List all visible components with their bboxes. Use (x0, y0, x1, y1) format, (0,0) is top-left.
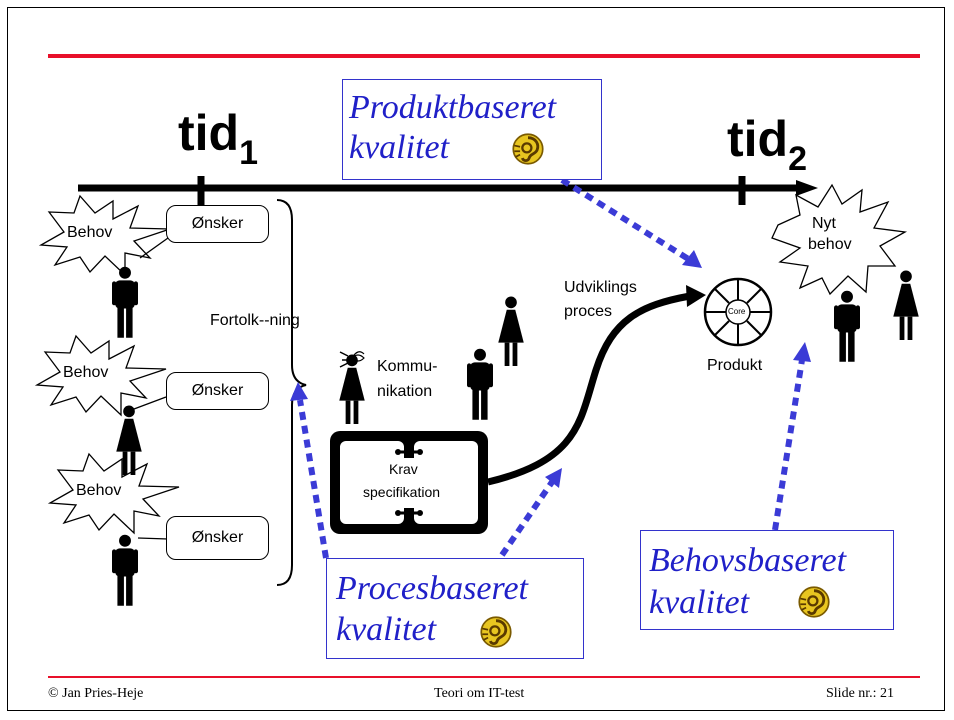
tid1-label: tid1 (178, 105, 259, 172)
behovsbaseret-kvalitet-box: Behovsbaseret kvalitet (640, 530, 894, 630)
onsker-bubble-3: Ønsker (166, 516, 269, 560)
person-male-listener (467, 348, 493, 420)
person-female-2 (498, 296, 524, 366)
slide-frame (7, 7, 945, 711)
behov-label-1: Behov (67, 224, 113, 241)
nyt-behov-line1: Nyt (812, 215, 836, 232)
udviklings-line1: Udviklings (564, 279, 637, 296)
tid2-label: tid2 (727, 111, 808, 178)
core-label: Core (728, 307, 746, 316)
ear-icon (479, 615, 513, 649)
person-male-1 (112, 266, 138, 338)
brace (276, 199, 307, 586)
produktbaseret-kvalitet-box: Produktbaseret kvalitet (342, 79, 602, 180)
footer-author: © Jan Pries-Heje (48, 686, 144, 701)
footer-title: Teori om IT-test (434, 686, 525, 701)
behov-burst-1 (38, 194, 171, 277)
behov-burst-3 (47, 452, 180, 535)
dashed-arrow-proces-left (297, 399, 329, 559)
dashed-arrow-produkt (560, 177, 692, 263)
person-female-3 (893, 270, 919, 340)
kommunikation-line2: nikation (377, 383, 433, 400)
behov-label-2: Behov (63, 364, 109, 381)
nyt-behov-burst (771, 183, 908, 296)
krav-line2: specifikation (363, 484, 441, 500)
process-arrow (487, 292, 691, 486)
person-male-3 (834, 290, 860, 362)
person-male-2 (112, 534, 138, 606)
ear-icon (511, 132, 545, 166)
kommunikation-line1: Kommu- (377, 358, 438, 375)
produktbaseret-line2: kvalitet (349, 129, 450, 166)
ear-icon (797, 585, 831, 619)
speech-marks (339, 351, 350, 368)
behovsbaseret-line1: Behovsbaseret (649, 542, 847, 579)
procesbaseret-line1: Procesbaseret (336, 570, 528, 607)
dashed-arrow-proces-right (499, 480, 555, 557)
krav-line1: Krav (389, 461, 418, 477)
procesbaseret-kvalitet-box: Procesbaseret kvalitet (326, 558, 584, 659)
procesbaseret-line2: kvalitet (336, 611, 437, 648)
timeline-arrowhead (796, 180, 818, 196)
dashed-arrow-behov (772, 359, 805, 531)
behovsbaseret-line2: kvalitet (649, 584, 750, 621)
fortolkning-label: Fortolk--ning (210, 312, 300, 329)
onsker-bubble-1: Ønsker (166, 205, 269, 243)
behov-label-3: Behov (76, 482, 122, 499)
behov-burst-2 (34, 334, 167, 417)
produktbaseret-line1: Produktbaseret (349, 89, 557, 126)
udviklings-line2: proces (564, 303, 613, 320)
nyt-behov-line2: behov (808, 236, 852, 253)
footer-slide-number: Slide nr.: 21 (826, 686, 895, 701)
product-wheel-icon (703, 277, 773, 347)
produkt-label: Produkt (707, 357, 763, 374)
krav-document-icon (330, 431, 488, 534)
onsker-bubble-2: Ønsker (166, 372, 269, 410)
